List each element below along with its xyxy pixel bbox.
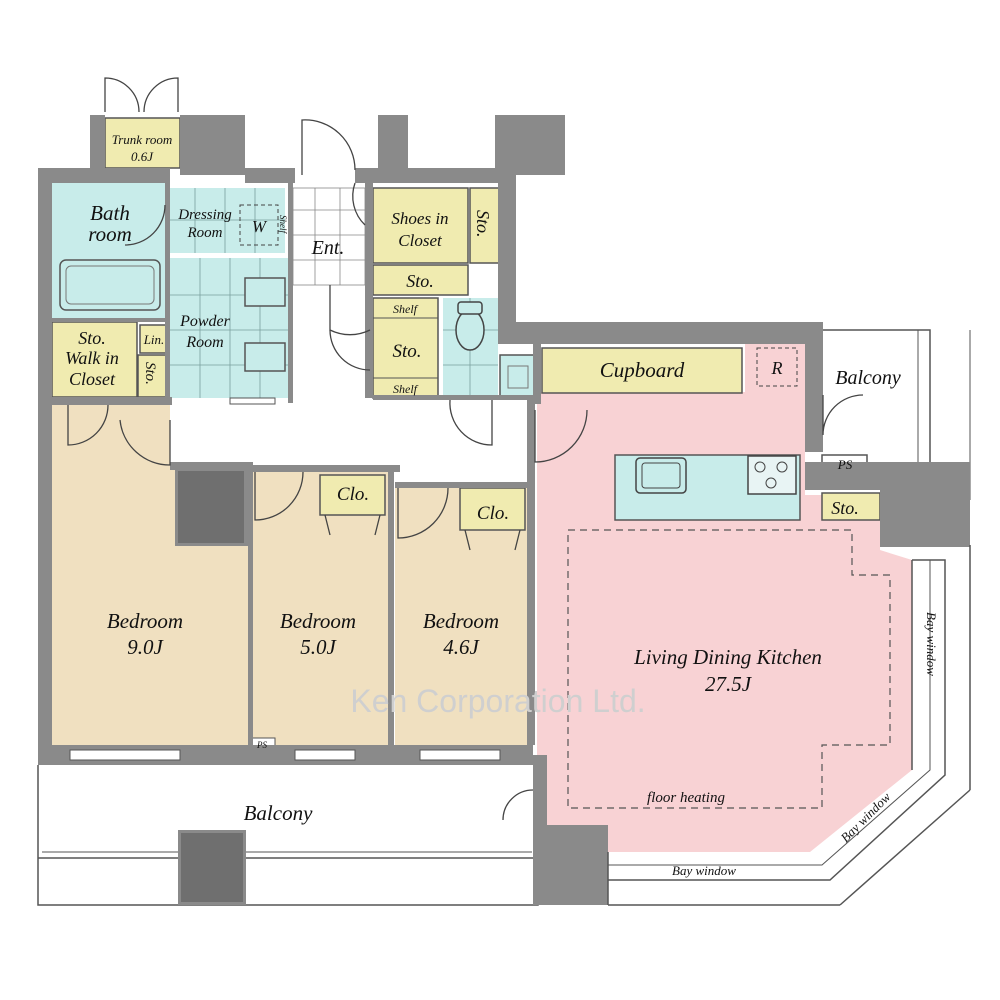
shoes-sto-label: Sto. (473, 210, 493, 238)
dressing-room-floor (167, 188, 285, 253)
pipe-space-east-label: PS (837, 457, 853, 472)
bathtub (59, 259, 161, 311)
shoes-closet-label-1: Shoes in (391, 209, 448, 228)
entrance-label: Ent. (311, 237, 345, 259)
sto-small-label: Sto. (142, 362, 158, 385)
balcony-east-label: Balcony (835, 367, 901, 389)
sto-east-label: Sto. (831, 498, 859, 518)
bedroom-2-label: Bedroom (280, 609, 356, 633)
powder-room-label-2: Room (185, 334, 223, 351)
kitchen-sink (635, 457, 687, 494)
washer-label: W (252, 217, 268, 236)
shoes-closet-floor (372, 187, 469, 264)
cupboard-label: Cupboard (600, 358, 685, 382)
linen-label: Lin. (143, 332, 165, 347)
dressing-shelf-label: Shelf (278, 215, 288, 234)
bedroom-3-size: 4.6J (443, 635, 480, 659)
entrance-sto-label: Sto. (406, 271, 434, 291)
shoes-sto-floor (469, 187, 501, 264)
hall-storage-floor (372, 297, 439, 399)
toilet-icon (455, 309, 485, 351)
trunk-room-label: Trunk room (112, 132, 173, 147)
dressing-room-label-2: Room (187, 225, 223, 241)
closet-3-label: Clo. (477, 503, 509, 524)
walk-in-closet-label-2: Walk in (65, 348, 119, 368)
balcony-south (37, 765, 606, 906)
bedroom-1-size: 9.0J (127, 635, 164, 659)
watermark: Ken Corporation Ltd. (350, 683, 645, 719)
bedroom-2-size: 5.0J (300, 635, 337, 659)
closet-2-label: Clo. (337, 484, 369, 505)
walk-in-closet-label-3: Closet (69, 369, 116, 389)
bay-window-east-label: Bay window (924, 612, 939, 676)
bay-window (607, 545, 971, 906)
balcony-south-label: Balcony (244, 801, 313, 825)
entrance-sto-floor (372, 264, 469, 296)
sto-east-floor (821, 492, 881, 521)
pipe-space-south-label: PS (256, 740, 267, 750)
cupboard-floor (541, 347, 743, 394)
hand-sink (499, 354, 539, 398)
doors (67, 77, 864, 821)
ldk-label: Living Dining Kitchen (633, 645, 822, 669)
hall-storage-label: Sto. (392, 341, 421, 362)
hall-shelf-top-label: Shelf (393, 302, 419, 316)
bedroom-3-label: Bedroom (423, 609, 499, 633)
bathroom-label-1: Bath (90, 201, 130, 225)
hall-shelf-bottom-label: Shelf (393, 382, 419, 396)
powder-room-label-1: Powder (179, 313, 231, 330)
walk-in-closet-label-1: Sto. (78, 328, 106, 348)
bathroom-label-2: room (88, 222, 132, 246)
bay-window-south-label: Bay window (672, 863, 736, 878)
refrigerator-label: R (771, 358, 783, 378)
washer-space (239, 204, 279, 246)
ldk-size: 27.5J (705, 672, 753, 696)
bedroom-1-label: Bedroom (107, 609, 183, 633)
floor-heating-label: floor heating (647, 790, 725, 806)
ldk-floor (537, 342, 912, 852)
refrigerator-space (756, 347, 798, 387)
closet-2-floor (319, 474, 386, 516)
trunk-room-size: 0.6J (131, 149, 154, 164)
shoes-closet-label-2: Closet (398, 231, 443, 250)
dressing-room-label-1: Dressing (177, 207, 232, 223)
